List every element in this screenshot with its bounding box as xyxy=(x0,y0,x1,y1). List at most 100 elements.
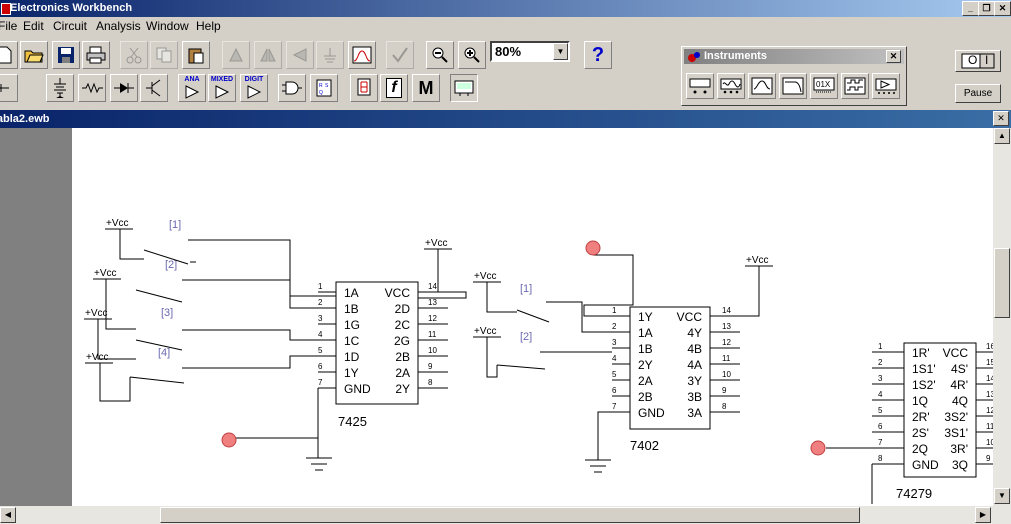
pin-signal-label: GND xyxy=(638,406,665,420)
pause-button[interactable]: Pause xyxy=(955,84,1001,103)
chip-7425[interactable] xyxy=(335,281,419,405)
menu-help[interactable]: Help xyxy=(196,19,221,33)
analog-ics-bin-button[interactable]: ANA xyxy=(178,74,206,102)
copy-button[interactable] xyxy=(150,41,178,69)
zoom-select[interactable]: 80% ▼ xyxy=(490,41,570,62)
close-button[interactable]: ✕ xyxy=(994,1,1011,16)
circuit-canvas[interactable]: +Vcc +Vcc +Vcc +Vcc +Vcc +Vcc +Vcc +Vcc … xyxy=(72,128,993,506)
diodes-bin-button[interactable] xyxy=(110,74,138,102)
pin-signal-label: 4B xyxy=(687,342,702,356)
open-button[interactable] xyxy=(20,41,48,69)
new-button[interactable] xyxy=(0,41,18,69)
scroll-up-button[interactable]: ▲ xyxy=(994,128,1010,144)
probe-7402[interactable] xyxy=(585,240,601,256)
probe-74279[interactable] xyxy=(810,440,826,456)
zoom-out-button[interactable] xyxy=(426,41,454,69)
menu-analysis[interactable]: Analysis xyxy=(96,19,141,33)
pin-signal-label: 1R' xyxy=(912,346,930,360)
instruments-icon xyxy=(688,52,700,62)
pin-number: 7 xyxy=(878,438,883,447)
menu-edit[interactable]: Edit xyxy=(23,19,44,33)
component-properties-button[interactable] xyxy=(316,41,344,69)
pin-signal-label: 2B xyxy=(638,390,653,404)
oscilloscope-button[interactable] xyxy=(748,73,776,99)
pin-signal-label: 1D xyxy=(344,350,360,364)
word-generator-icon: 01X xyxy=(813,77,835,93)
new-file-icon xyxy=(0,46,12,64)
scroll-down-button[interactable]: ▼ xyxy=(994,488,1010,504)
logic-analyzer-button[interactable] xyxy=(841,73,869,99)
document-title-bar[interactable]: Tabla2.ewb xyxy=(0,110,1011,128)
pin-number: 9 xyxy=(428,362,433,371)
instruments-close-button[interactable]: ✕ xyxy=(886,50,901,63)
probe-7425[interactable] xyxy=(221,432,237,448)
logic-converter-button[interactable] xyxy=(872,73,900,99)
power-switch[interactable]: O I xyxy=(955,50,1001,72)
flip-horizontal-button[interactable] xyxy=(254,41,282,69)
logic-gates-bin-button[interactable] xyxy=(278,74,306,102)
vcc-label: +Vcc xyxy=(86,352,109,363)
switch-key-label: [1] xyxy=(169,219,181,231)
zoom-in-button[interactable] xyxy=(458,41,486,69)
scroll-left-button[interactable]: ◀ xyxy=(0,507,16,523)
chevron-down-icon[interactable]: ▼ xyxy=(553,43,568,60)
misc-icon: M xyxy=(418,77,434,98)
word-generator-button[interactable]: 01X xyxy=(810,73,838,99)
mixed-label: MIXED xyxy=(210,76,234,83)
switch-6[interactable] xyxy=(496,364,546,370)
analysis-graphs-button[interactable] xyxy=(386,41,414,69)
function-generator-button[interactable] xyxy=(717,73,745,99)
vcc-label: +Vcc xyxy=(474,271,497,282)
switch-2[interactable] xyxy=(135,289,183,303)
vertical-scroll-thumb[interactable] xyxy=(994,248,1010,318)
cut-button[interactable] xyxy=(120,41,148,69)
bode-plotter-button[interactable] xyxy=(779,73,807,99)
rotate-icon xyxy=(229,47,243,62)
document-close-button[interactable]: ✕ xyxy=(993,111,1009,126)
vertical-scrollbar[interactable]: ▲ ▼ xyxy=(993,128,1011,506)
sources-bin-button[interactable] xyxy=(46,74,74,102)
digital-ics-bin-button[interactable]: DIGIT xyxy=(240,74,268,102)
pin-number: 5 xyxy=(612,370,617,379)
mixed-ics-bin-button[interactable]: MIXED xyxy=(208,74,236,102)
svg-text:Q: Q xyxy=(319,90,323,96)
instruments-title-bar[interactable]: Instruments ✕ xyxy=(684,49,904,64)
indicators-bin-button[interactable] xyxy=(350,74,378,102)
save-button[interactable] xyxy=(52,41,80,69)
controls-bin-button[interactable]: f xyxy=(380,74,408,102)
menu-circuit[interactable]: Circuit xyxy=(53,19,88,33)
menu-file[interactable]: File xyxy=(0,19,18,33)
scroll-right-button[interactable]: ▶ xyxy=(975,507,991,523)
miscellaneous-bin-button[interactable]: M xyxy=(412,74,440,102)
minimize-button[interactable]: _ xyxy=(962,1,979,16)
switch-4[interactable] xyxy=(129,376,185,384)
print-button[interactable] xyxy=(82,41,110,69)
flip-vertical-button[interactable] xyxy=(286,41,314,69)
switch-5[interactable] xyxy=(516,309,550,323)
instruments-bin-button[interactable] xyxy=(450,74,478,102)
basic-bin-button[interactable] xyxy=(78,74,106,102)
schematic: +Vcc +Vcc +Vcc +Vcc +Vcc +Vcc +Vcc +Vcc … xyxy=(84,218,993,504)
transistors-bin-button[interactable] xyxy=(140,74,168,102)
paste-button[interactable] xyxy=(182,41,210,69)
flip-horizontal-icon xyxy=(260,48,276,62)
chip-7402[interactable] xyxy=(629,306,711,430)
pin-number: 13 xyxy=(722,322,731,331)
switch-3[interactable] xyxy=(135,339,183,351)
pin-signal-label: 3B xyxy=(687,390,702,404)
create-subcircuit-button[interactable] xyxy=(348,41,376,69)
pin-number: 10 xyxy=(428,346,437,355)
restore-button[interactable]: ❐ xyxy=(978,1,995,16)
horizontal-scroll-thumb[interactable] xyxy=(160,507,860,523)
favorites-bin-button[interactable] xyxy=(0,74,18,102)
chip-74279[interactable] xyxy=(903,342,977,478)
seven-segment-icon xyxy=(357,78,371,96)
menu-window[interactable]: Window xyxy=(146,19,189,33)
multimeter-button[interactable] xyxy=(686,73,714,99)
rotate-button[interactable] xyxy=(222,41,250,69)
help-button[interactable]: ? xyxy=(584,41,612,69)
switch-1[interactable] xyxy=(143,249,189,265)
horizontal-scrollbar[interactable]: ◀ ▶ xyxy=(0,506,1011,524)
